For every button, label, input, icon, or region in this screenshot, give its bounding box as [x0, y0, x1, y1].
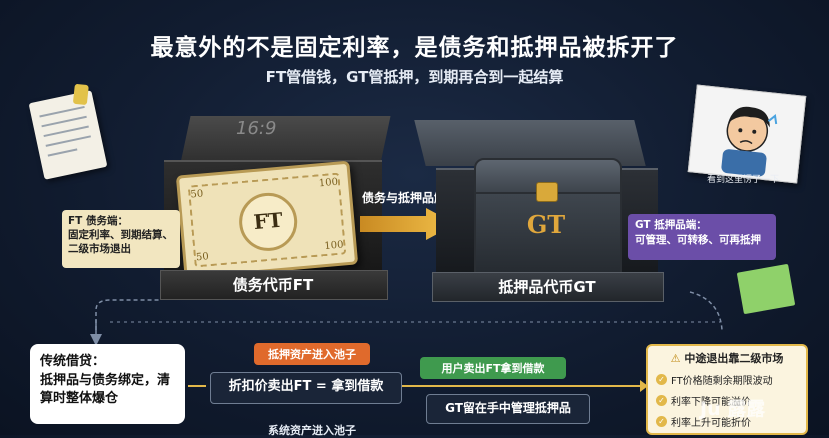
exit-item-text: 利率下降可能溢价 [671, 397, 751, 408]
right-box-label: 抵押品代币GT [498, 278, 596, 296]
gt-treasure-chest: GT [474, 158, 622, 274]
exit-item-text: FT价格随剩余期限波动 [671, 376, 773, 387]
user-sells-ft-pill: 用户卖出FT拿到借款 [420, 357, 566, 379]
right-box-base [432, 272, 664, 302]
page-title: 最意外的不是固定利率，是债务和抵押品被拆开了 [150, 35, 679, 61]
ft-side-note: FT 债务端： 固定利率、到期结算、二级市场退出 [62, 210, 180, 268]
hold-gt-step: GT留在手中管理抵押品 [426, 394, 590, 424]
sell-ft-step: 折扣价卖出FT = 拿到借款 [210, 372, 402, 404]
confused-person-memo-icon [687, 84, 807, 184]
gt-side-note: GT 抵押品端： 可管理、可转移、可再抵押 [628, 214, 776, 260]
exit-item: ✓ FT价格随剩余期限波动 [656, 372, 798, 387]
exit-title-text: 中途退出靠二级市场 [684, 352, 784, 365]
check-icon: ✓ [656, 395, 667, 406]
right-arrow-icon [360, 208, 456, 240]
check-icon: ✓ [656, 374, 667, 385]
traditional-title: 传统借贷： [40, 354, 106, 369]
memo-caption: 看到这里愣了一下 [706, 175, 779, 185]
exit-item: ✓ 利率下降可能溢价 [656, 393, 798, 408]
watermark: Ju 露露 [700, 398, 766, 420]
collateral-into-pool-pill: 抵押资产进入池子 [254, 343, 370, 365]
ft-note-title: FT 债务端： [68, 215, 128, 227]
gt-note-body: 可管理、可转移、可再抵押 [635, 234, 761, 246]
gt-token-text: GT [526, 210, 566, 239]
left-box-label: 债务代币FT [232, 276, 314, 294]
page-subtitle: FT管借钱，GT管抵押，到期再合到一起结算 [265, 68, 564, 86]
exit-secondary-market-card: ⚠ 中途退出靠二级市场 ✓ FT价格随剩余期限波动 ✓ 利率下降可能溢价 ✓ 利… [646, 344, 808, 435]
chest-latch-icon [536, 182, 558, 202]
exit-card-title: ⚠ 中途退出靠二级市场 [656, 350, 798, 366]
decouple-arrow-label: 债务与抵押品解耦 [361, 191, 458, 205]
exit-item-text: 利率上升可能折价 [671, 418, 751, 429]
ft-note-body: 固定利率、到期结算、二级市场退出 [68, 229, 173, 255]
left-box-base [160, 270, 388, 300]
warning-icon: ⚠ [670, 352, 681, 365]
traditional-lending-card: 传统借贷： 抵押品与债务绑定，清算时整体爆仓 [30, 344, 185, 424]
traditional-body: 抵押品与债务绑定，清算时整体爆仓 [40, 373, 171, 406]
system-assets-step: 系统资产进入池子 [268, 424, 356, 437]
exit-item: ✓ 利率上升可能折价 [656, 414, 798, 429]
check-icon: ✓ [656, 416, 667, 427]
gt-note-title: GT 抵押品端： [635, 219, 707, 231]
box-lid-mark: 16:9 [236, 118, 277, 139]
